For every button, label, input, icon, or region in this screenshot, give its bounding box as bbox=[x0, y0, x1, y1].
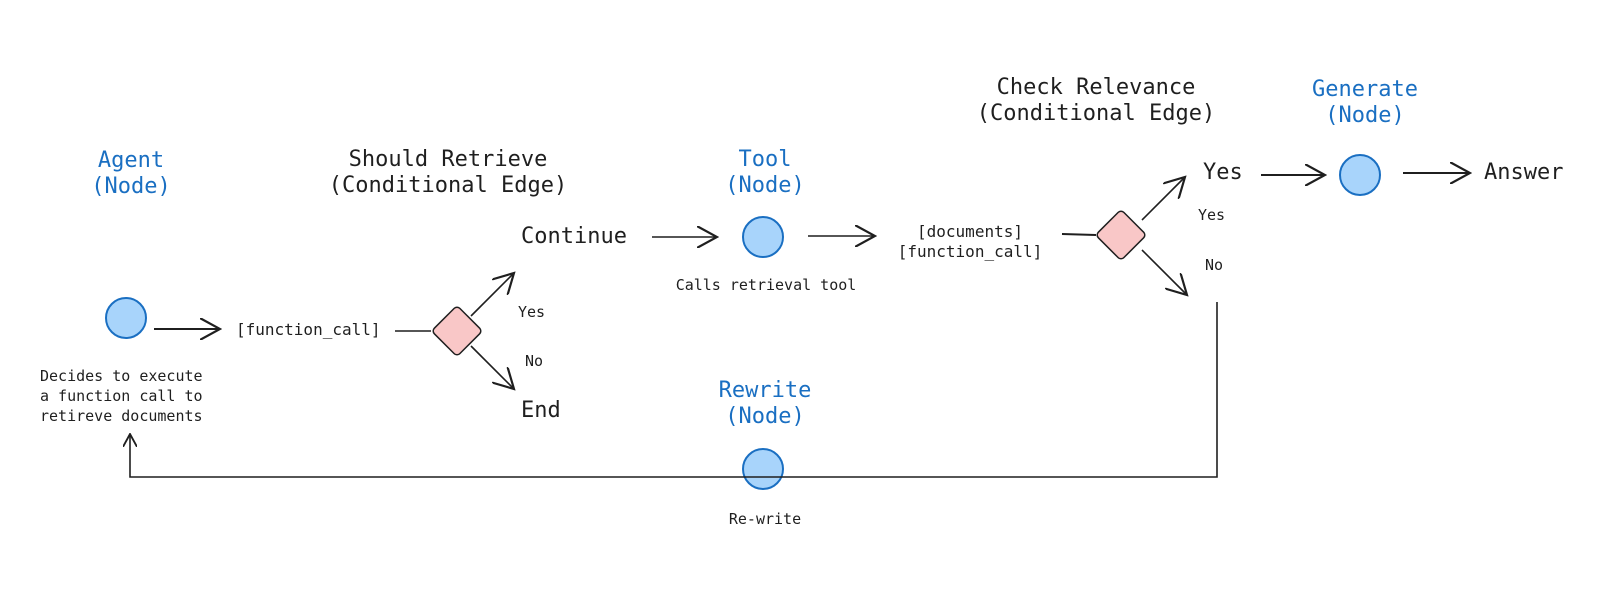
agent-title-line1: Agent bbox=[97, 148, 165, 173]
arrow-decision-to-yes bbox=[1141, 177, 1185, 221]
loop-no-to-rewrite-to-agent bbox=[130, 302, 1218, 478]
rewrite-title-line2: (Node) bbox=[725, 404, 805, 430]
arrow-no-to-end bbox=[470, 345, 514, 389]
agent-description: Decides to execute a function call to re… bbox=[40, 366, 203, 426]
should-retrieve-title-line2: (Conditional Edge) bbox=[328, 173, 568, 199]
check-relevance-diamond bbox=[1096, 210, 1146, 260]
documents-line2: [function_call] bbox=[897, 242, 1043, 261]
line-documents-to-decision bbox=[1061, 233, 1097, 236]
check-relevance-yes-label: Yes bbox=[1198, 206, 1226, 224]
generate-node bbox=[1339, 154, 1381, 196]
check-relevance-no-label: No bbox=[1205, 256, 1224, 274]
end-label: End bbox=[521, 398, 561, 423]
agent-title-line2: (Node) bbox=[91, 174, 171, 200]
tool-title-line1: Tool bbox=[738, 147, 792, 172]
rewrite-description: Re-write bbox=[728, 510, 802, 528]
check-relevance-title-line1: Check Relevance bbox=[996, 75, 1196, 100]
tool-description: Calls retrieval tool bbox=[675, 276, 857, 294]
rewrite-node bbox=[742, 448, 784, 490]
agent-node bbox=[105, 297, 147, 339]
answer-label: Answer bbox=[1484, 160, 1564, 185]
arrow-decision-to-no bbox=[1141, 249, 1187, 295]
documents-line1: [documents] bbox=[917, 222, 1023, 241]
check-relevance-yes-outcome: Yes bbox=[1203, 160, 1243, 185]
rewrite-title-line1: Rewrite bbox=[718, 378, 812, 403]
generate-title: Generate (Node) bbox=[1312, 77, 1418, 130]
agent-desc-line3: retireve documents bbox=[40, 407, 203, 425]
documents-label: [documents] [function_call] bbox=[898, 222, 1043, 262]
check-relevance-title: Check Relevance (Conditional Edge) bbox=[977, 75, 1215, 128]
rewrite-title: Rewrite (Node) bbox=[719, 378, 812, 431]
tool-node bbox=[742, 216, 784, 258]
should-retrieve-diamond bbox=[432, 306, 482, 356]
agent-desc-line2: a function call to bbox=[40, 387, 203, 405]
should-retrieve-title: Should Retrieve (Conditional Edge) bbox=[329, 147, 567, 200]
should-retrieve-yes-label: Yes bbox=[518, 303, 546, 321]
agent-desc-line1: Decides to execute bbox=[40, 367, 203, 385]
generate-title-line1: Generate bbox=[1312, 77, 1418, 102]
function-call-label: [function_call] bbox=[236, 320, 381, 339]
agent-title: Agent (Node) bbox=[91, 148, 170, 201]
arrow-yes-to-continue bbox=[470, 273, 514, 317]
check-relevance-title-line2: (Conditional Edge) bbox=[976, 101, 1216, 127]
continue-label: Continue bbox=[521, 224, 627, 249]
tool-title-line2: (Node) bbox=[725, 173, 805, 199]
generate-title-line2: (Node) bbox=[1325, 103, 1405, 129]
tool-title: Tool (Node) bbox=[725, 147, 804, 200]
should-retrieve-title-line1: Should Retrieve bbox=[348, 147, 548, 172]
should-retrieve-no-label: No bbox=[525, 352, 544, 370]
